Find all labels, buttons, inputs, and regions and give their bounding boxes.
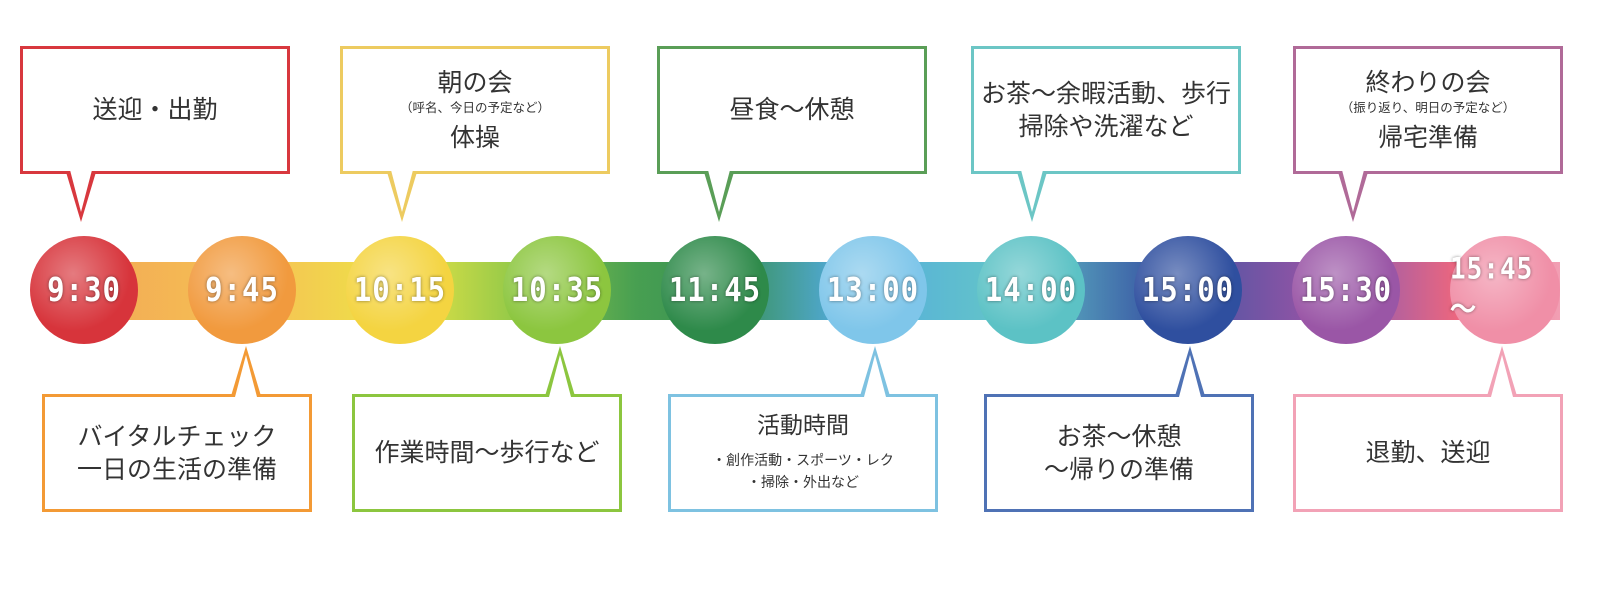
time-label: 9:45 bbox=[205, 270, 279, 310]
callout-text: お茶～余暇活動、歩行 掃除や洗濯など bbox=[980, 78, 1231, 142]
callout-note: （振り返り、明日の予定など） bbox=[1340, 99, 1516, 115]
time-circle-1530: 15:30 bbox=[1292, 236, 1400, 344]
callout-leave-pickup: 退勤、送迎 bbox=[1293, 394, 1563, 512]
time-circle-0930: 9:30 bbox=[30, 236, 138, 344]
callout-text: バイタルチェック 一日の生活の準備 bbox=[76, 421, 277, 485]
callout-pointer-fill bbox=[1021, 170, 1043, 212]
time-circle-1545: 15:45～ bbox=[1450, 236, 1560, 344]
time-circle-1500: 15:00 bbox=[1134, 236, 1242, 344]
callout-pointer-fill bbox=[708, 170, 730, 212]
time-circle-1145: 11:45 bbox=[661, 236, 769, 344]
time-label: 10:15 bbox=[353, 270, 447, 310]
callout-title: 活動時間 bbox=[757, 413, 849, 440]
callout-activity-time: 活動時間 ・創作活動・スポーツ・レク ・掃除・外出など bbox=[668, 394, 938, 512]
callout-work-time: 作業時間～歩行など bbox=[352, 394, 622, 512]
callout-pointer-fill bbox=[864, 355, 886, 397]
callout-vital-check: バイタルチェック 一日の生活の準備 bbox=[42, 394, 312, 512]
callout-text: 退勤、送迎 bbox=[1365, 438, 1491, 468]
time-label: 15:30 bbox=[1299, 270, 1393, 310]
callout-pickup-arrival: 送迎・出勤 bbox=[20, 46, 290, 174]
callout-title: 朝の会 bbox=[437, 68, 513, 97]
time-circle-1400: 14:00 bbox=[977, 236, 1085, 344]
callout-pointer-fill bbox=[1342, 170, 1364, 212]
time-label: 9:30 bbox=[47, 270, 121, 310]
callout-pointer-fill bbox=[70, 170, 92, 212]
time-label: 13:00 bbox=[826, 270, 920, 310]
callout-tea-leisure: お茶～余暇活動、歩行 掃除や洗濯など bbox=[971, 46, 1241, 174]
callout-pointer-fill bbox=[549, 355, 571, 397]
callout-sub: 体操 bbox=[449, 122, 500, 152]
callout-pointer-fill bbox=[1491, 355, 1513, 397]
time-circle-1035: 10:35 bbox=[503, 236, 611, 344]
callout-text: お茶～休憩 ～帰りの準備 bbox=[1043, 421, 1194, 485]
callout-morning-meeting: 朝の会 （呼名、今日の予定など） 体操 bbox=[340, 46, 610, 174]
callout-text: 送迎・出勤 bbox=[92, 95, 218, 125]
callout-tea-rest: お茶～休憩 ～帰りの準備 bbox=[984, 394, 1254, 512]
callout-text: 昼食～休憩 bbox=[729, 95, 855, 125]
time-circle-1300: 13:00 bbox=[819, 236, 927, 344]
time-label: 15:00 bbox=[1141, 270, 1235, 310]
callout-closing-meeting: 終わりの会 （振り返り、明日の予定など） 帰宅準備 bbox=[1293, 46, 1563, 174]
callout-note: （呼名、今日の予定など） bbox=[399, 99, 550, 115]
time-circle-0945: 9:45 bbox=[188, 236, 296, 344]
time-label: 11:45 bbox=[668, 270, 762, 310]
callout-sub: 帰宅準備 bbox=[1377, 122, 1478, 152]
time-label: 14:00 bbox=[984, 270, 1078, 310]
callout-title: 終わりの会 bbox=[1365, 68, 1491, 97]
callout-lunch-break: 昼食～休憩 bbox=[657, 46, 927, 174]
callout-pointer-fill bbox=[1179, 355, 1201, 397]
time-label: 10:35 bbox=[510, 270, 604, 310]
time-label: 15:45～ bbox=[1450, 252, 1534, 327]
callout-text: 作業時間～歩行など bbox=[374, 438, 600, 468]
time-circle-1015: 10:15 bbox=[346, 236, 454, 344]
callout-note: ・創作活動・スポーツ・レク ・掃除・外出など bbox=[712, 453, 894, 492]
callout-pointer-fill bbox=[391, 170, 413, 212]
callout-pointer-fill bbox=[235, 355, 257, 397]
